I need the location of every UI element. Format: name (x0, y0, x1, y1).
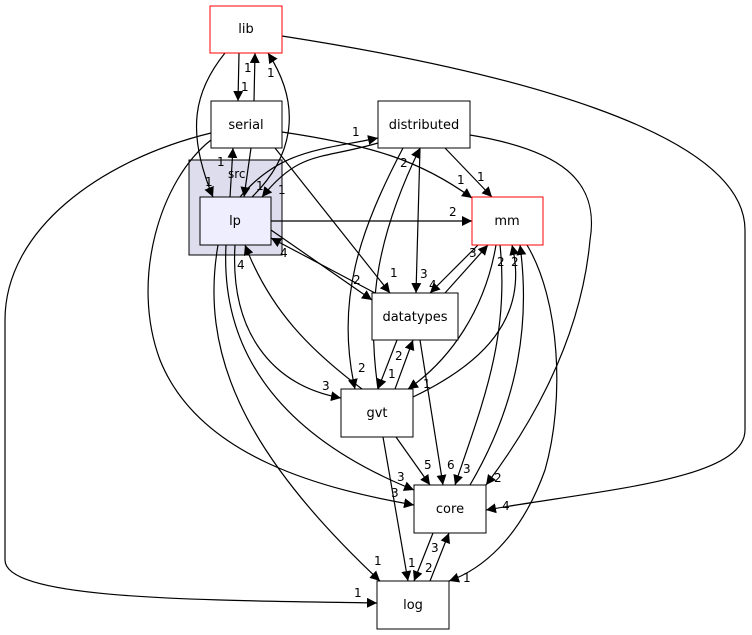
edge-lp-gvt (233, 244, 342, 402)
edge-label: 2 (353, 273, 361, 287)
edge-lp-distributed (239, 135, 379, 198)
node-label: gvt (366, 406, 387, 421)
edge-label: 3 (322, 379, 330, 393)
node-mm[interactable]: mm (471, 196, 544, 246)
edge-lib-serial (233, 52, 244, 102)
edge-label: 1 (244, 61, 252, 75)
edge-labels: 1 1 1 1 1 1 1 1 4 1 1 1 3 1 3 2 2 2 2 2 … (205, 61, 519, 600)
cluster-label: src (228, 167, 246, 181)
edge-label: 1 (388, 367, 396, 381)
node-distributed[interactable]: distributed (377, 100, 471, 149)
edge-core-log (413, 532, 434, 582)
edge-label: 2 (425, 561, 433, 575)
edge-label: 1 (354, 586, 362, 600)
edge-lp-core (225, 244, 415, 491)
edge-lp-log (213, 244, 381, 582)
edge-serial-core (147, 139, 415, 509)
edge-label: 3 (463, 462, 471, 476)
node-label: mm (494, 214, 519, 229)
edge-mm-log (448, 244, 558, 583)
edge-gvt-lp (243, 244, 363, 390)
edge-label: 3 (391, 486, 399, 500)
edge-label: 5 (424, 458, 432, 472)
edge-label: 1 (241, 80, 249, 94)
edge-distributed-core (469, 134, 592, 486)
edge-distributed-mm (444, 147, 493, 198)
edge-serial-lp (240, 147, 252, 198)
edge-log-core (429, 532, 450, 582)
edge-label: 1 (205, 175, 213, 189)
edge-label: 1 (267, 66, 275, 80)
node-log[interactable]: log (376, 580, 450, 630)
edge-gvt-distributed (372, 147, 421, 390)
edge-label: 3 (431, 541, 439, 555)
edge-lp-serial (227, 147, 238, 198)
node-lp[interactable]: lp (199, 196, 272, 246)
edge-label: 1 (457, 173, 465, 187)
edge-label: 2 (358, 361, 366, 375)
edge-mm-core (453, 244, 503, 486)
edge-label: 4 (280, 246, 288, 260)
edge-datatypes-mm (444, 244, 489, 294)
node-label: lib (238, 22, 253, 37)
edge-label: 1 (374, 554, 382, 568)
edge-distributed-lp (261, 142, 379, 198)
edge-mm-gvt (407, 244, 497, 390)
node-label: lp (229, 214, 241, 229)
node-label: core (436, 502, 464, 517)
edge-label: 2 (494, 471, 502, 485)
edge-gvt-core (395, 436, 431, 486)
edge-label: 6 (447, 458, 455, 472)
node-datatypes[interactable]: datatypes (371, 292, 459, 341)
edge-label: 1 (463, 571, 471, 585)
edge-datatypes-core (419, 339, 447, 486)
node-core[interactable]: core (413, 484, 487, 534)
edge-label: 1 (278, 183, 286, 197)
node-serial[interactable]: serial (210, 100, 283, 149)
edge-label: 4 (502, 499, 510, 513)
edge-datatypes-lp (270, 237, 376, 294)
edge-serial-lib (249, 52, 260, 102)
node-gvt[interactable]: gvt (340, 388, 414, 438)
edge-label: 1 (352, 125, 360, 139)
edge-datatypes-gvt (376, 339, 398, 390)
edge-label: 1 (477, 170, 485, 184)
edge-label: 3 (469, 246, 477, 260)
edge-distributed-gvt (347, 147, 404, 390)
node-label: datatypes (382, 310, 447, 325)
edge-serial-mm (281, 131, 473, 199)
edge-label: 1 (390, 266, 398, 280)
edge-label: 1 (408, 556, 416, 570)
edge-label: 2 (497, 255, 505, 269)
node-label: distributed (389, 118, 460, 133)
edge-lib-core (281, 35, 746, 514)
edge-label: 3 (397, 470, 405, 484)
edge-label: 2 (449, 205, 457, 219)
edge-label: 1 (423, 377, 431, 391)
edge-label: 2 (511, 255, 519, 269)
node-lib[interactable]: lib (209, 5, 283, 54)
edge-label: 3 (420, 267, 428, 281)
edge-label: 1 (256, 179, 264, 193)
edge-label: 1 (217, 155, 225, 169)
node-label: log (403, 598, 423, 613)
edge-lib-lp (195, 52, 226, 198)
edge-gvt-datatypes (394, 339, 415, 390)
edge-mm-datatypes (429, 244, 479, 294)
edge-label: 4 (429, 278, 437, 292)
node-label: serial (228, 118, 263, 133)
edge-label: 2 (395, 349, 403, 363)
edge-gvt-log (382, 436, 412, 582)
edge-label: 2 (400, 156, 408, 170)
edge-core-mm (469, 244, 527, 486)
edge-gvt-mm (412, 244, 520, 398)
edges (4, 35, 746, 608)
edge-label: 4 (237, 258, 245, 272)
edge-serial-log (4, 132, 378, 608)
